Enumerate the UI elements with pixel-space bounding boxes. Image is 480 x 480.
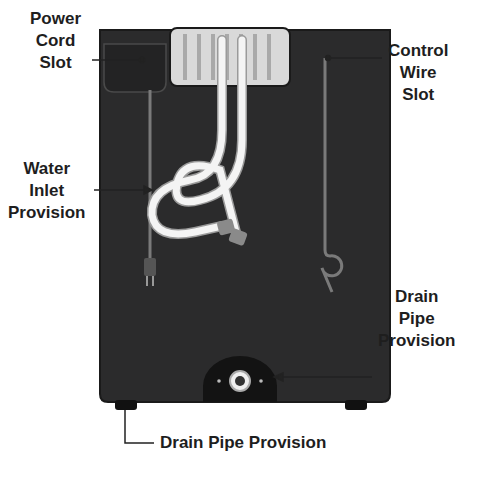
leader-lines: [92, 56, 382, 444]
arrow-head: [144, 186, 152, 194]
plug-pin: [146, 276, 148, 286]
screw: [217, 379, 221, 383]
leader-dot: [140, 58, 145, 63]
cord-pocket: [104, 44, 166, 92]
drain-plate: [203, 356, 277, 402]
top-opening: [170, 28, 290, 86]
callout-label: Drain Pipe Provision: [160, 432, 326, 454]
callout-label: Water Inlet Provision: [8, 158, 85, 224]
leader-line: [282, 376, 372, 378]
callout-label: Power Cord Slot: [30, 8, 81, 74]
callout-label: Drain Pipe Provision: [378, 286, 455, 352]
leader-line: [330, 57, 382, 59]
leader-line: [92, 59, 140, 61]
screw: [259, 379, 263, 383]
water-hose: [152, 40, 242, 234]
control-wire: [322, 58, 342, 292]
power-cord: [149, 90, 152, 258]
hose-connector: [228, 228, 248, 247]
leader-dot: [326, 56, 331, 61]
drain-port: [230, 371, 250, 391]
drain-hole: [235, 376, 245, 386]
plug: [144, 258, 156, 276]
machine-cover: [100, 28, 390, 410]
foot: [115, 400, 137, 410]
foot: [345, 400, 367, 410]
callout-label: Control Wire Slot: [388, 40, 448, 106]
plug-pin: [152, 276, 154, 286]
leader-line: [94, 189, 146, 191]
cover-body: [100, 30, 390, 402]
arrow-head: [274, 373, 283, 381]
leader-bracket: [125, 410, 154, 443]
